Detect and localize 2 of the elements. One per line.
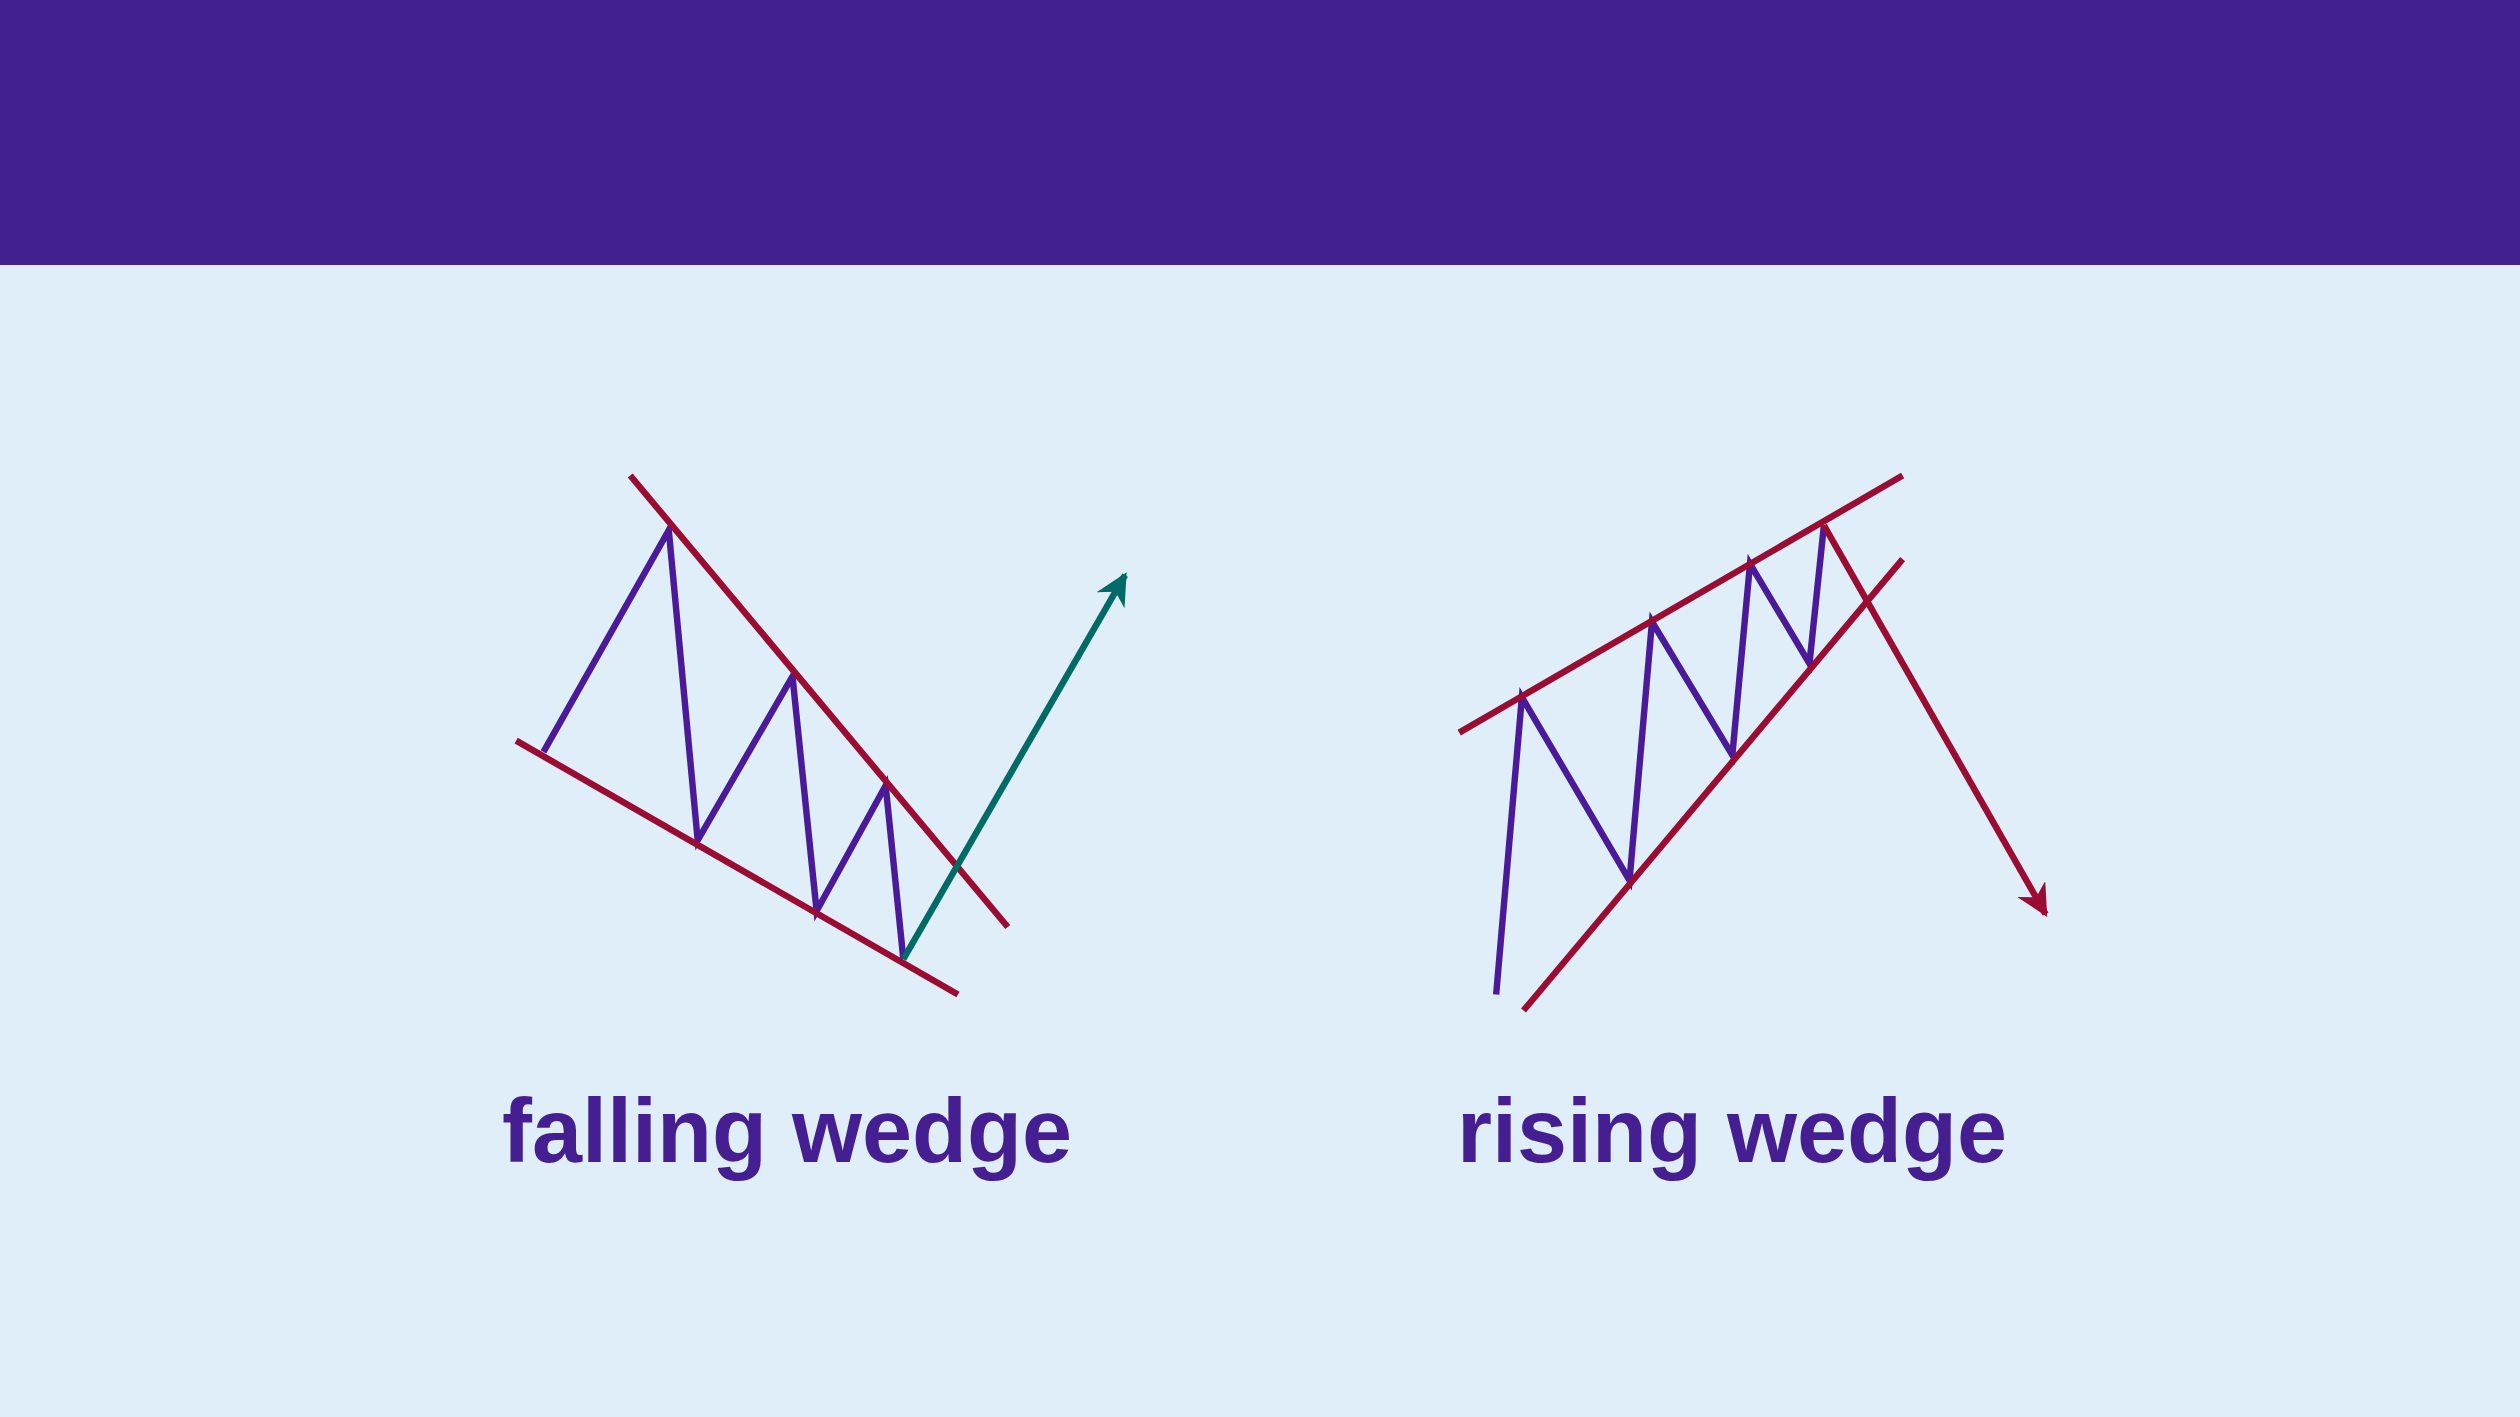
pattern-caption: rising wedge: [1456, 1080, 2008, 1183]
pattern-caption: falling wedge: [501, 1080, 1073, 1183]
